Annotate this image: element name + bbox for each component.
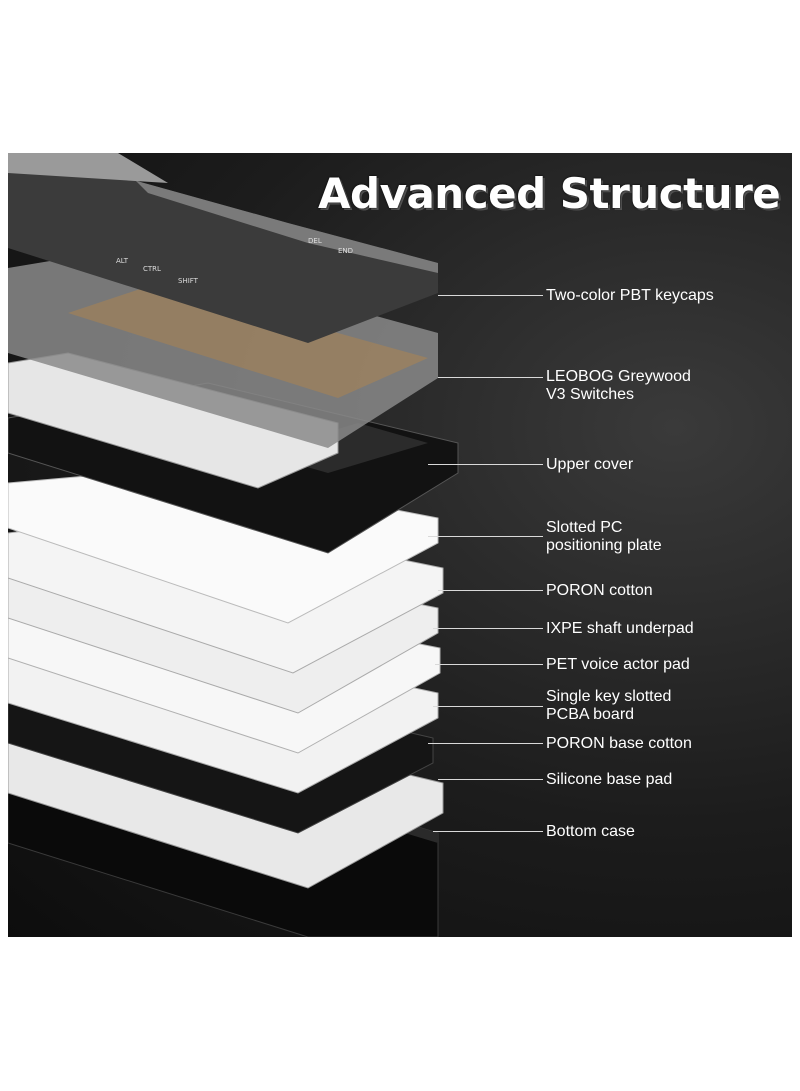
label-keycaps: Two-color PBT keycaps — [546, 287, 714, 304]
leader-line-upper-cover — [428, 464, 543, 465]
leader-line-switches — [438, 377, 543, 378]
label-poron-base-cotton: PORON base cotton — [546, 735, 692, 752]
leader-line-pet — [435, 664, 543, 665]
keycap-legend-alt: ALT — [116, 257, 129, 265]
leader-line-poron-base — [428, 743, 543, 744]
label-upper-cover: Upper cover — [546, 456, 634, 473]
leader-line-silicone — [438, 779, 543, 780]
exploded-keyboard-illustration: ALT CTRL SHIFT DEL END — [8, 153, 459, 937]
keycap-legend-end: END — [338, 247, 353, 255]
leader-line-bottom-case — [433, 831, 543, 832]
label-silicone-base-pad: Silicone base pad — [546, 771, 673, 788]
keycap-legend-ctrl: CTRL — [143, 265, 161, 273]
keycaps-layer — [8, 153, 438, 343]
leader-line-poron-cotton — [438, 590, 543, 591]
leader-line-keycaps — [438, 295, 543, 296]
leader-line-plate — [428, 536, 543, 537]
label-pet-pad: PET voice actor pad — [546, 656, 690, 673]
label-bottom-case: Bottom case — [546, 823, 635, 840]
page-title: Advanced Structure — [318, 169, 781, 218]
leader-line-ixpe — [433, 628, 543, 629]
keycap-legend-del: DEL — [308, 237, 322, 245]
switches-layer — [8, 248, 438, 448]
label-poron-cotton: PORON cotton — [546, 582, 653, 599]
product-panel: ALT CTRL SHIFT DEL END Advanced Structure Tw… — [8, 153, 792, 937]
keycap-legend-shift: SHIFT — [178, 277, 199, 285]
leader-line-pcba — [433, 706, 543, 707]
label-ixpe-underpad: IXPE shaft underpad — [546, 620, 694, 637]
